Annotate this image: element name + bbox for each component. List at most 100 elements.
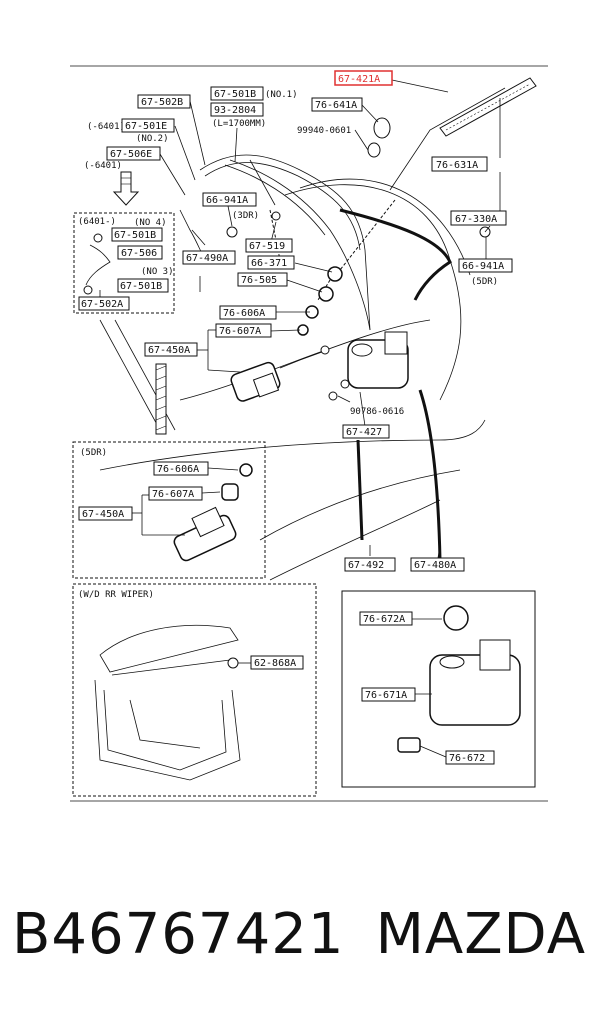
- wiper-motor-5dr-illustration: [173, 463, 253, 562]
- svg-text:76-671A: 76-671A: [365, 690, 407, 701]
- svg-text:62-868A: 62-868A: [254, 658, 296, 669]
- svg-text:67-519: 67-519: [249, 241, 285, 252]
- label-67-490A[interactable]: 67-490A: [182, 250, 236, 265]
- label-76-631A[interactable]: 76-631A: [431, 156, 488, 172]
- label-minus-6401-b: (-6401): [84, 161, 122, 171]
- label-no3: (NO 3): [141, 267, 174, 277]
- svg-text:76-672A: 76-672A: [363, 614, 405, 625]
- label-wd-rr-wiper: (W/D RR WIPER): [78, 590, 154, 600]
- grommet-parts: [226, 211, 343, 336]
- car-body-sketch: [99, 159, 486, 581]
- label-67-501E[interactable]: 67-501E: [121, 118, 175, 133]
- svg-text:67-502B: 67-502B: [141, 97, 183, 108]
- label-90786-0616[interactable]: 90786-0616: [350, 407, 404, 417]
- label-67-502B[interactable]: 67-502B: [137, 94, 191, 109]
- reservoir-illustration: [397, 605, 521, 753]
- label-67-506E[interactable]: 67-506E: [106, 146, 161, 161]
- sub-box-wd-rr-wiper: [72, 583, 317, 797]
- svg-text:76-607A: 76-607A: [219, 326, 261, 337]
- label-length: (L=1700MM): [212, 119, 266, 129]
- svg-text:76-505: 76-505: [241, 275, 277, 286]
- svg-text:76-606A: 76-606A: [223, 308, 265, 319]
- label-5dr-right: (5DR): [471, 277, 498, 287]
- washer-hose-lines: [179, 154, 371, 331]
- svg-text:67-450A: 67-450A: [148, 345, 190, 356]
- label-67-519[interactable]: 67-519: [245, 238, 293, 253]
- label-66-941A-5dr[interactable]: 66-941A: [458, 258, 513, 273]
- svg-text:76-672: 76-672: [449, 753, 485, 764]
- label-76-606A[interactable]: 76-606A: [219, 305, 277, 320]
- hose-joint-sketch: [83, 233, 111, 295]
- svg-text:66-941A: 66-941A: [462, 261, 504, 272]
- svg-text:67-501B: 67-501B: [214, 89, 256, 100]
- svg-text:67-501B: 67-501B: [114, 230, 156, 241]
- svg-text:67-506: 67-506: [121, 248, 157, 259]
- dashed-guide: [339, 199, 396, 271]
- svg-text:67-492: 67-492: [348, 560, 384, 571]
- wiper-motor-illustration: [230, 345, 330, 402]
- svg-text:67-427: 67-427: [346, 427, 382, 438]
- svg-text:66-941A: 66-941A: [206, 195, 248, 206]
- label-76-671A[interactable]: 76-671A: [361, 687, 416, 702]
- svg-text:93-2804: 93-2804: [214, 105, 256, 116]
- label-67-492[interactable]: 67-492: [344, 557, 396, 572]
- label-67-330A[interactable]: 67-330A: [450, 210, 507, 226]
- label-67-427[interactable]: 67-427: [342, 424, 390, 439]
- label-93-2804[interactable]: 93-2804: [210, 102, 264, 117]
- svg-text:76-641A: 76-641A: [315, 100, 357, 111]
- wiper-arm-illustration: [367, 77, 537, 238]
- label-76-607A[interactable]: 76-607A: [215, 323, 272, 338]
- svg-text:67-450A: 67-450A: [82, 509, 124, 520]
- label-5dr-box: (5DR): [80, 448, 107, 458]
- leader-lines: [99, 79, 501, 758]
- label-minus-6401-a: (-6401): [87, 122, 125, 132]
- label-67-450A-5dr[interactable]: 67-450A: [78, 506, 133, 521]
- sub-box-6401: [73, 212, 175, 314]
- label-67-506[interactable]: 67-506: [117, 245, 163, 260]
- svg-text:76-631A: 76-631A: [436, 160, 478, 171]
- svg-text:67-421A: 67-421A: [338, 74, 380, 85]
- arrow-down-icon: [112, 171, 140, 206]
- label-67-480A[interactable]: 67-480A: [410, 557, 465, 572]
- label-76-672A[interactable]: 76-672A: [359, 611, 413, 626]
- svg-text:67-502A: 67-502A: [81, 299, 123, 310]
- part-number-text: B46767421: [12, 902, 345, 967]
- label-67-501B-a[interactable]: 67-501B: [111, 227, 163, 242]
- label-66-941A-3dr[interactable]: 66-941A: [202, 192, 257, 207]
- svg-text:67-501E: 67-501E: [125, 121, 167, 132]
- label-66-371[interactable]: 66-371: [247, 255, 295, 270]
- label-76-505[interactable]: 76-505: [237, 272, 288, 287]
- label-67-501B-b[interactable]: 67-501B: [117, 278, 169, 293]
- svg-text:67-480A: 67-480A: [414, 560, 456, 571]
- label-76-607A-5dr[interactable]: 76-607A: [148, 486, 203, 501]
- label-67-450A[interactable]: 67-450A: [144, 342, 198, 357]
- washer-tank-illustration: [328, 331, 409, 401]
- brand-text: MAZDA: [375, 902, 586, 967]
- label-76-641A[interactable]: 76-641A: [311, 97, 363, 112]
- label-99940-0601[interactable]: 99940-0601: [297, 126, 351, 136]
- svg-text:76-607A: 76-607A: [152, 489, 194, 500]
- svg-text:67-330A: 67-330A: [455, 214, 497, 225]
- footer: B46767421 MAZDA: [0, 900, 600, 980]
- svg-text:67-490A: 67-490A: [186, 253, 228, 264]
- label-6401-minus: (6401-): [78, 217, 116, 227]
- svg-text:76-606A: 76-606A: [157, 464, 199, 475]
- label-76-672[interactable]: 76-672: [445, 750, 495, 765]
- label-67-502A[interactable]: 67-502A: [78, 296, 130, 311]
- svg-text:67-501B: 67-501B: [120, 281, 162, 292]
- parts-diagram: 67-421A 76-641A 99940-0601 76-631A 67-33…: [70, 65, 548, 802]
- label-3dr: (3DR): [232, 211, 259, 221]
- label-67-421A[interactable]: 67-421A: [338, 74, 380, 85]
- label-76-606A-5dr[interactable]: 76-606A: [153, 461, 209, 476]
- label-no2: (NO.2): [136, 134, 169, 144]
- reservoir-box: [341, 590, 536, 788]
- svg-text:67-506E: 67-506E: [110, 149, 152, 160]
- label-62-868A[interactable]: 62-868A: [250, 655, 304, 670]
- label-no1: (NO.1): [265, 90, 298, 100]
- sub-box-5dr: [72, 441, 266, 579]
- hatched-rod: [155, 363, 167, 435]
- svg-text:66-371: 66-371: [251, 258, 287, 269]
- highlight-67-421A: [334, 70, 393, 86]
- hatch-vehicle-illustration: [94, 624, 241, 781]
- label-67-501B-top[interactable]: 67-501B: [210, 86, 264, 101]
